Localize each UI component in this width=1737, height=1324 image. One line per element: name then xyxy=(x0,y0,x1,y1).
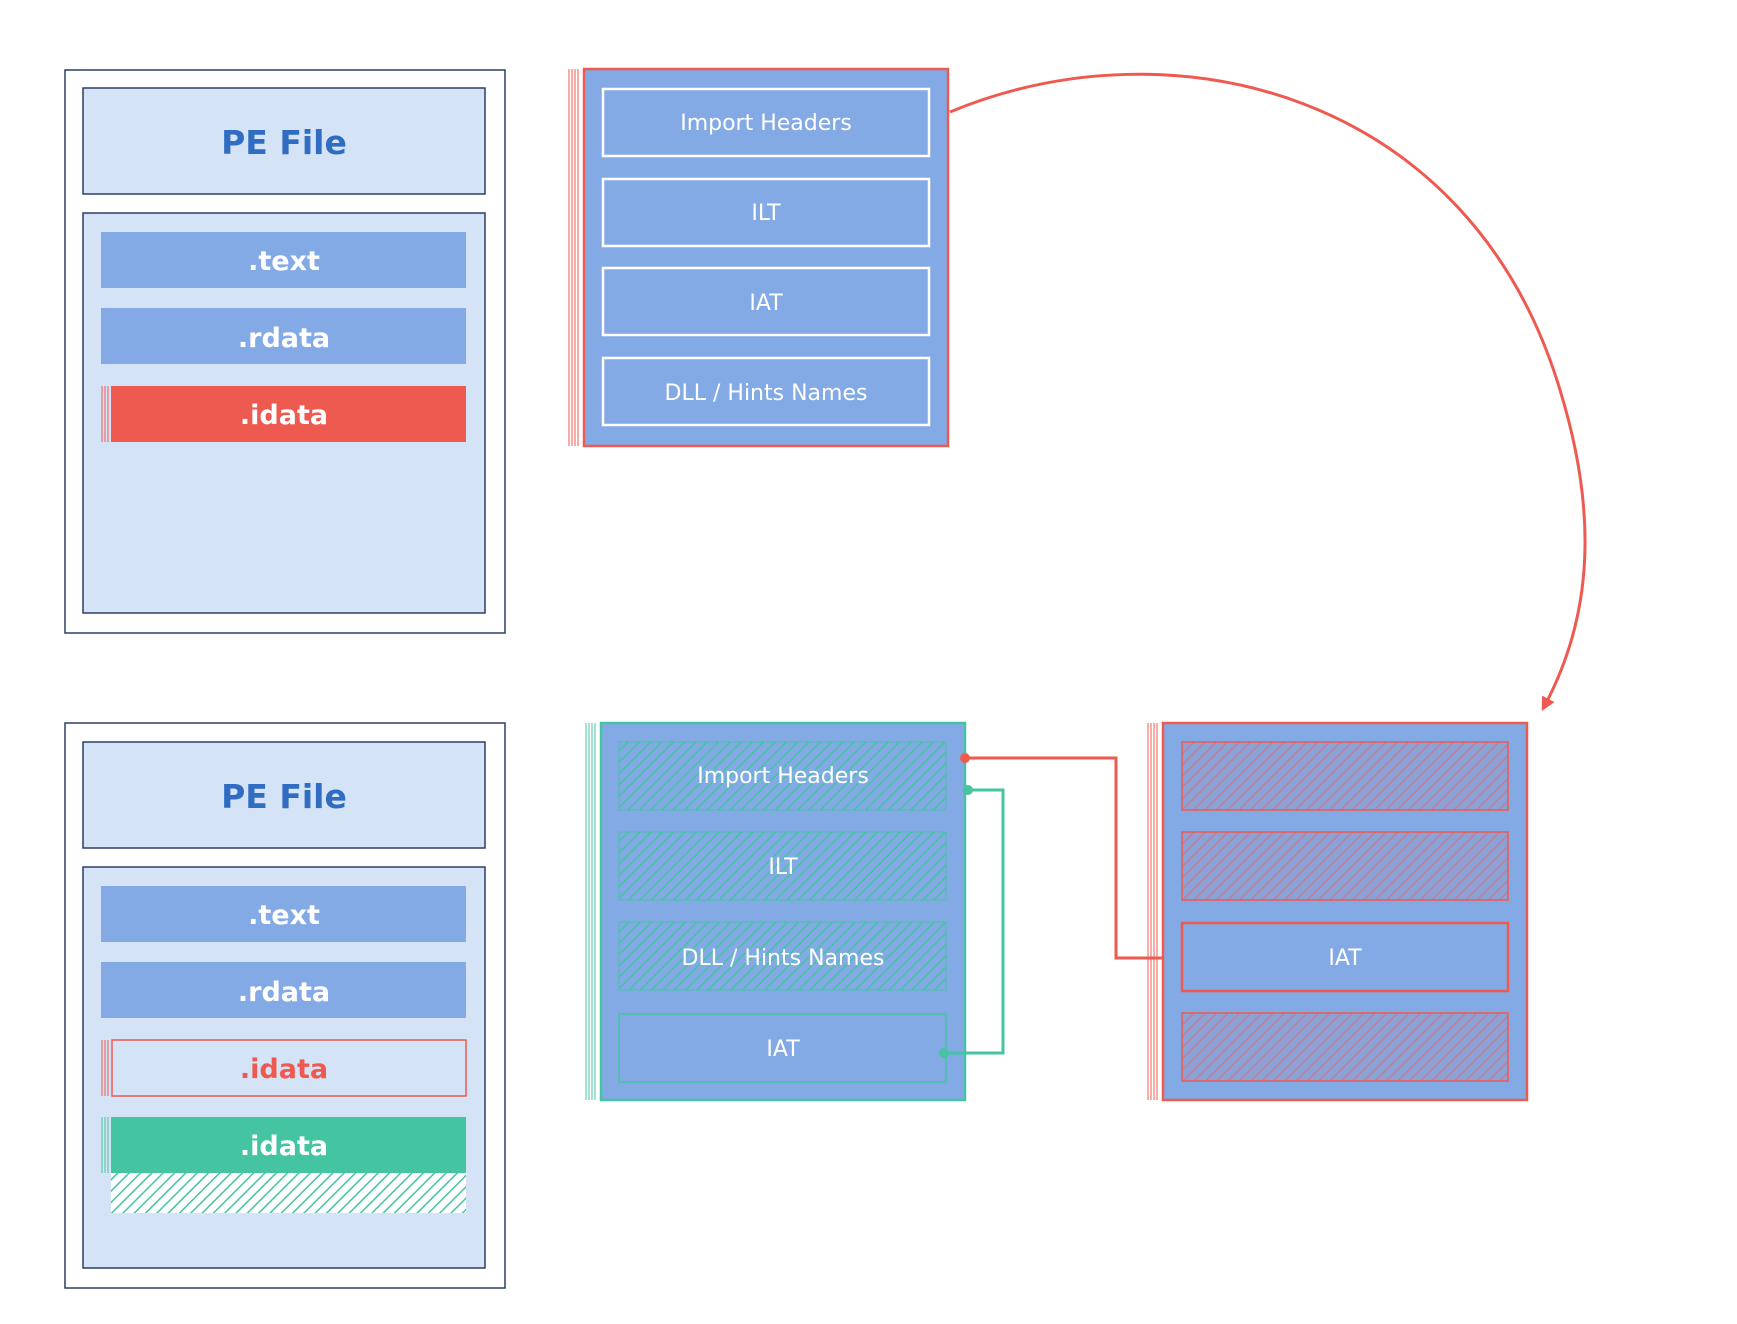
row-iat xyxy=(618,1013,947,1083)
pe-header-box xyxy=(82,741,486,849)
connector-old-iat xyxy=(960,753,1187,963)
row-dll-hints-names-label: DLL / Hints Names xyxy=(665,381,868,406)
section-idata-old-label: .idata xyxy=(240,1054,328,1085)
pe-file-title: PE File xyxy=(221,123,347,162)
section-text-label: .text xyxy=(248,900,320,931)
connector-new-iat xyxy=(939,785,1005,1058)
idata-old-remaining-stripes xyxy=(1147,723,1158,1100)
section-idata-old xyxy=(111,1039,467,1097)
section-idata xyxy=(111,386,466,442)
section-idata-stripes xyxy=(101,386,109,442)
section-idata-new xyxy=(111,1117,466,1173)
pe-file-bottom: PE File .text .rdata .idata .idata xyxy=(64,722,506,1289)
row-ilt-label: ILT xyxy=(768,855,798,880)
section-rdata xyxy=(101,308,466,364)
row-ilt xyxy=(601,177,931,248)
section-rdata-label: .rdata xyxy=(238,323,330,354)
section-rdata-label: .rdata xyxy=(238,977,330,1008)
row-iat xyxy=(601,266,931,337)
section-text xyxy=(101,232,466,288)
row-dll-hints-names xyxy=(601,356,931,427)
section-idata-new-label: .idata xyxy=(240,1131,328,1162)
idata-old-remaining: IAT xyxy=(1147,721,1529,1102)
pe-file-top: PE File .text .rdata .idata xyxy=(64,69,506,634)
section-idata-label: .idata xyxy=(240,400,328,431)
pe-header-box xyxy=(82,87,486,195)
section-idata-new-extension xyxy=(111,1173,466,1213)
row-iat-label: IAT xyxy=(766,1037,800,1062)
row-iat-label: IAT xyxy=(749,291,783,316)
idata-new-stripes xyxy=(585,723,596,1100)
idata-new-detail: Import Headers ILT DLL / Hints Names IAT xyxy=(585,721,967,1102)
pe-file-title: PE File xyxy=(221,777,347,816)
idata-original-stripes xyxy=(568,69,579,446)
unused-row-1 xyxy=(1181,741,1509,811)
row-ilt-label: ILT xyxy=(751,201,781,226)
unused-row-3 xyxy=(1181,1012,1509,1082)
section-text xyxy=(101,886,466,942)
row-import-headers-label: Import Headers xyxy=(680,111,852,136)
section-idata-new-stripes xyxy=(101,1117,109,1173)
row-iat-label: IAT xyxy=(1328,946,1362,971)
idata-original-detail: Import Headers ILT IAT DLL / Hints Names xyxy=(568,67,950,448)
row-ilt xyxy=(618,831,947,901)
section-text-label: .text xyxy=(248,246,320,277)
row-import-headers-label: Import Headers xyxy=(697,764,869,789)
section-rdata xyxy=(101,962,466,1018)
row-import-headers xyxy=(601,87,931,158)
section-idata-old-stripes xyxy=(101,1040,109,1096)
row-dll-hints-names xyxy=(618,921,947,991)
relocation-arrow xyxy=(949,72,1587,712)
unused-row-2 xyxy=(1181,831,1509,901)
row-dll-hints-names-label: DLL / Hints Names xyxy=(682,946,885,971)
row-import-headers xyxy=(618,741,947,811)
row-iat xyxy=(1180,921,1510,993)
